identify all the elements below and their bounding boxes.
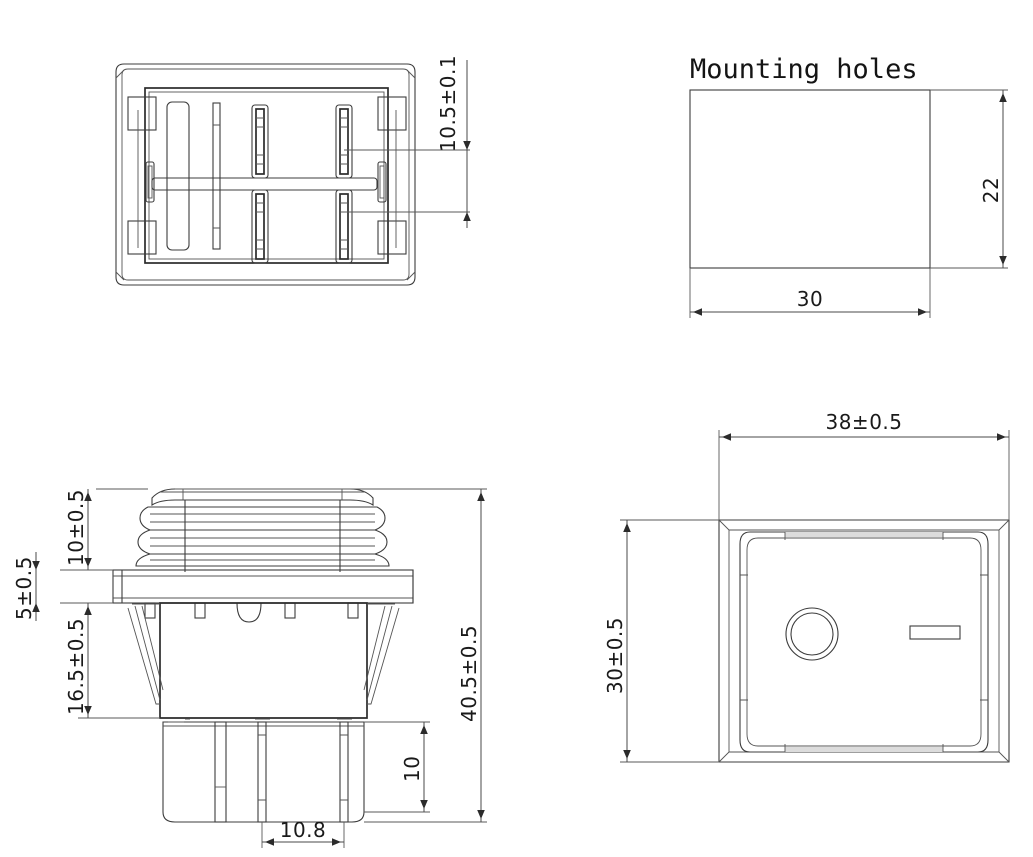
front-view	[620, 430, 1010, 763]
dim-actuator-height: 10±0.5	[64, 489, 88, 566]
side-section-view	[32, 488, 487, 848]
dim-terminal-pitch: 10.8	[280, 818, 327, 842]
mounting-holes-title: Mounting holes	[690, 54, 918, 85]
dim-bezel-width: 38±0.5	[825, 410, 902, 434]
dim-mounting-hole-width: 30	[797, 287, 823, 311]
dim-mounting-hole-height: 22	[979, 177, 1003, 203]
dim-total-height: 40.5±0.5	[457, 625, 481, 722]
dim-terminal-length: 10	[400, 756, 424, 782]
dim-bezel-thickness: 5±0.5	[12, 556, 36, 620]
dim-bezel-depth: 30±0.5	[603, 617, 627, 694]
mounting-holes-view	[689, 89, 1008, 318]
terminal-view	[115, 60, 471, 286]
dim-terminal-slot-spacing: 10.5±0.1	[436, 55, 460, 152]
dim-body-height: 16.5±0.5	[64, 618, 88, 715]
